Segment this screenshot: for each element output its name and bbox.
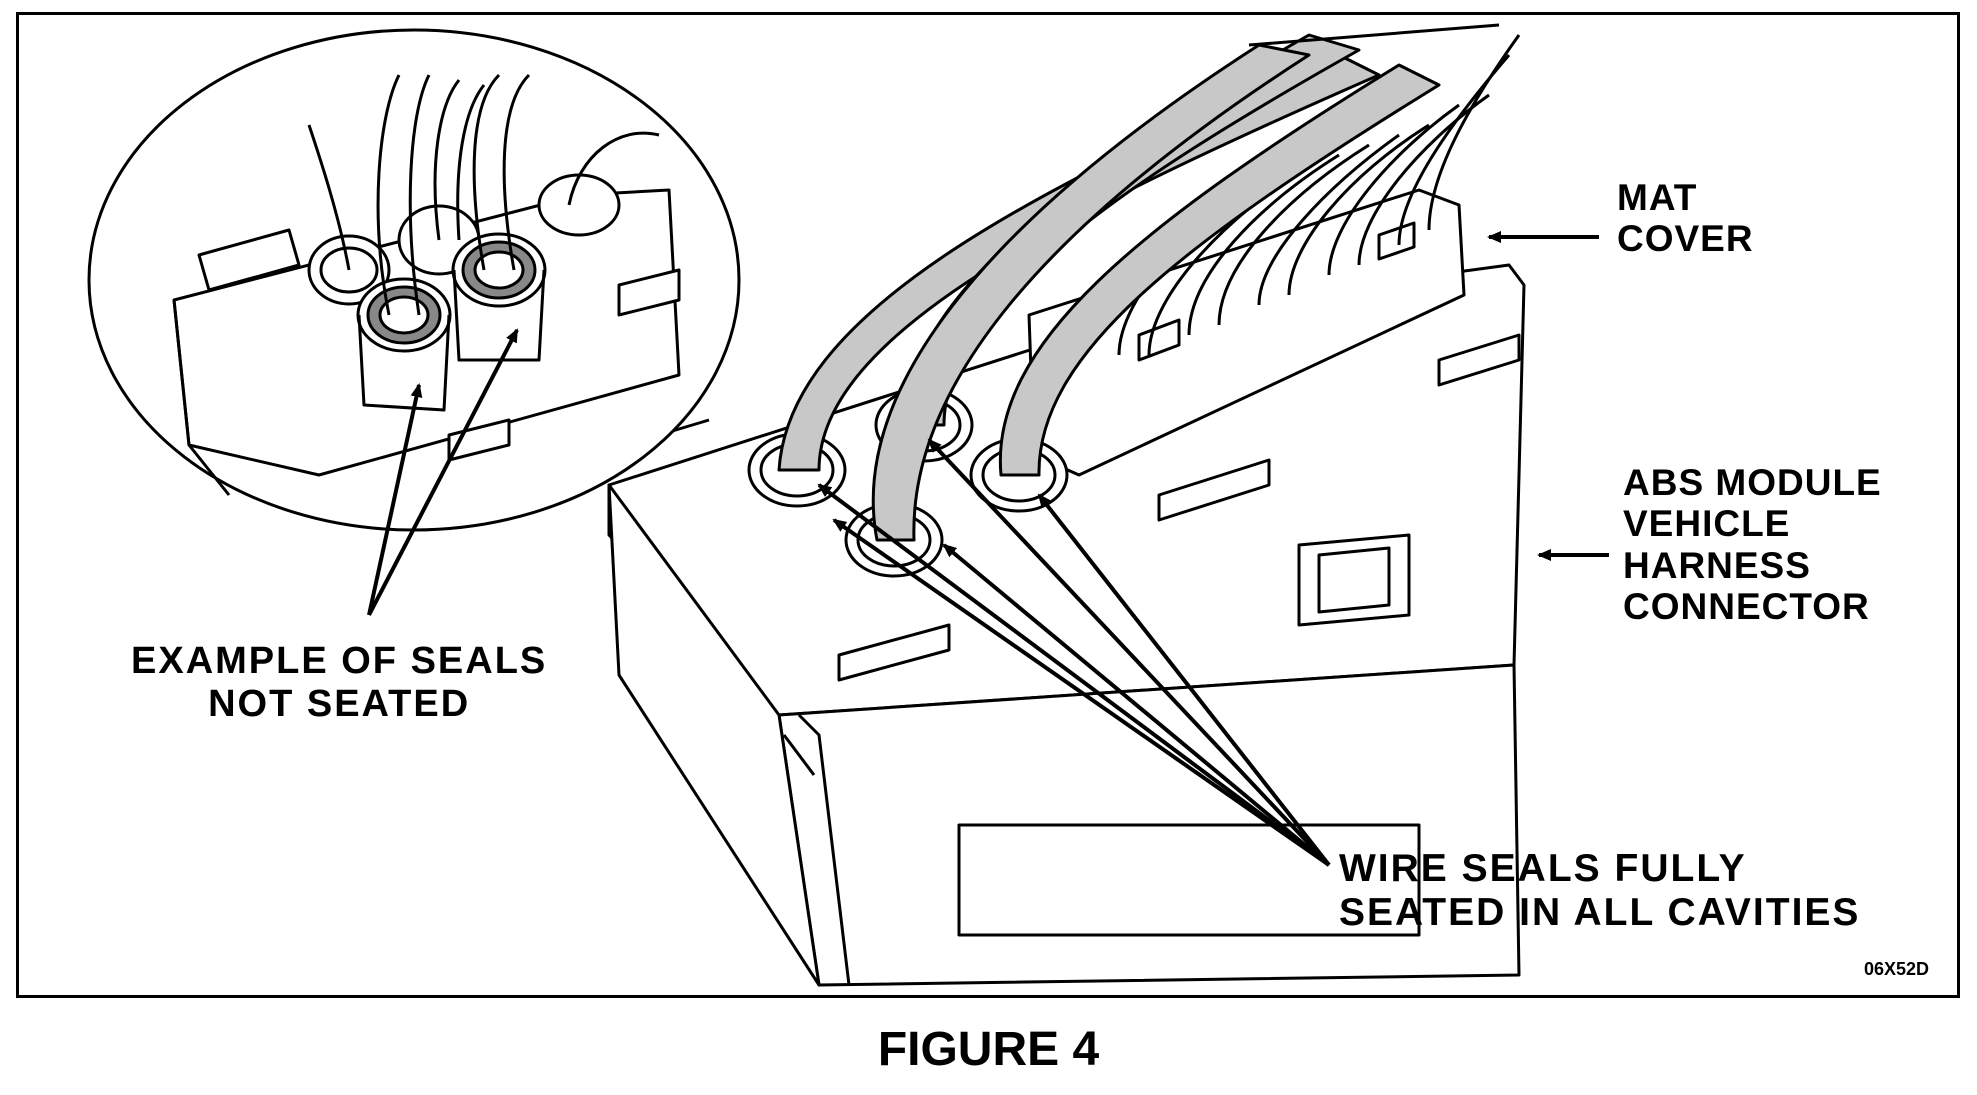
arrow-seal-not-1 [367,383,423,616]
wire-bundle [777,23,1500,542]
arrow-seated-5 [942,543,1331,867]
inset-connector [172,73,681,496]
label-line: MAT [1617,177,1698,218]
label-line: ABS MODULE [1623,462,1882,503]
arrow-seated-4 [832,518,1331,867]
mat-cover-label: MAT COVER [1617,177,1754,260]
arrow-seal-not-2 [367,328,519,616]
abs-connector-label: ABS MODULE VEHICLE HARNESS CONNECTOR [1623,462,1882,628]
connector-illustration [87,23,1609,987]
label-line: CONNECTOR [1623,586,1870,628]
seals-not-seated-label: EXAMPLE OF SEALS NOT SEATED [131,640,547,725]
label-line: NOT SEATED [208,682,471,725]
arrow-seated-3 [1037,493,1331,867]
abs-module-connector [607,263,1526,987]
figure-caption: FIGURE 4 [877,1023,1100,1076]
label-line: COVER [1617,218,1754,260]
label-line: HARNESS [1623,544,1811,586]
figure-frame: MAT COVER ABS MODULE VEHICLE HARNESS CON… [16,12,1960,998]
arrow-seated-2 [927,438,1331,867]
mat-cover [1027,34,1521,477]
label-line: WIRE SEALS FULLY [1339,847,1747,890]
leader-arrows [367,231,1609,867]
arrow-seated-1 [817,483,1331,867]
label-line: SEATED IN ALL CAVITIES [1339,890,1861,934]
seals-fully-seated-label: WIRE SEALS FULLY SEATED IN ALL CAVITIES [1339,847,1860,934]
label-line: VEHICLE [1623,503,1791,545]
figure-code: 06X52D [1864,959,1930,979]
label-line: EXAMPLE OF SEALS [131,640,548,682]
